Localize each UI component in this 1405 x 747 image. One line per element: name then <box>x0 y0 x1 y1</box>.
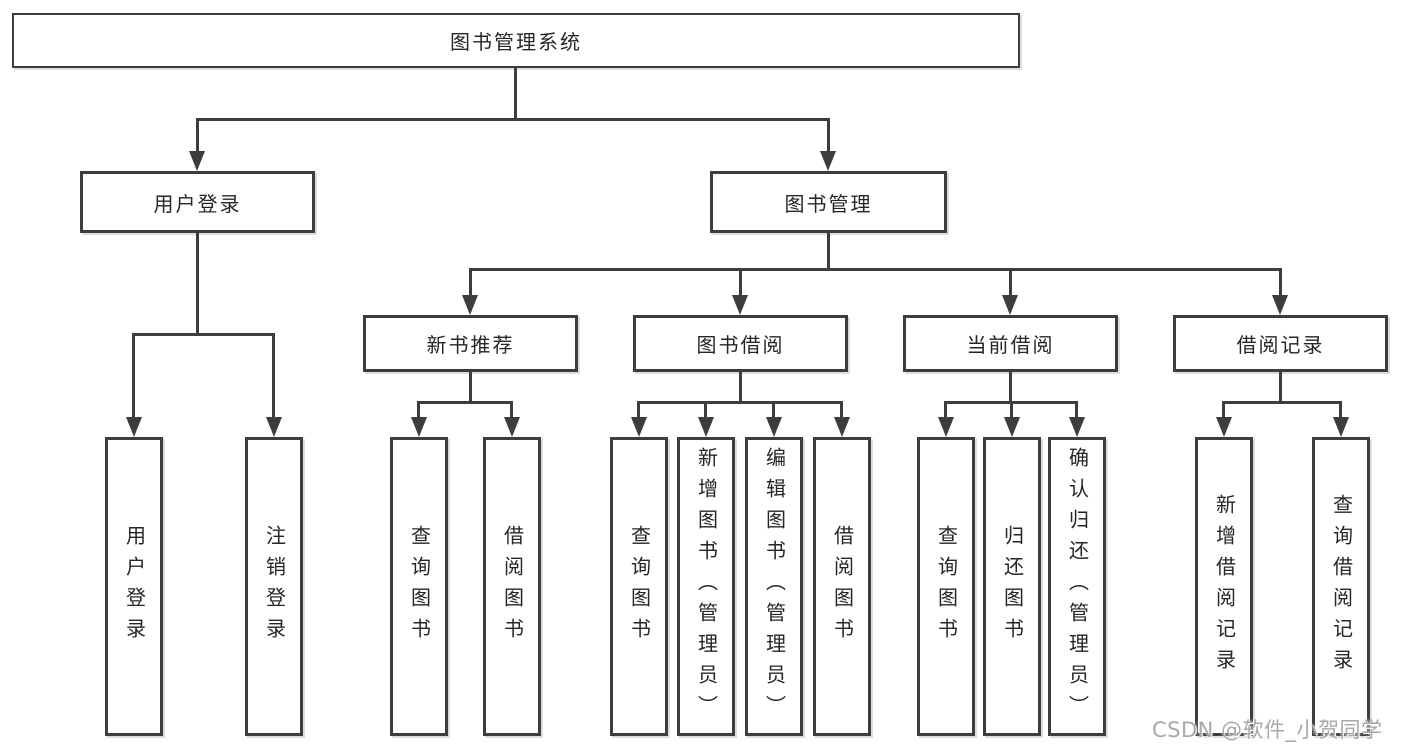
leaf-label: 借阅图书 <box>830 524 855 649</box>
node-new-book-recommend: 新书推荐 <box>363 315 578 372</box>
connector-line <box>469 372 472 403</box>
connector-line <box>272 333 275 419</box>
arrowhead-down-icon <box>820 151 836 171</box>
node-label: 图书借阅 <box>696 333 785 357</box>
connector-line <box>514 68 517 121</box>
csdn-watermark: CSDN @软件_小贺同学 <box>1152 718 1383 742</box>
connector-line <box>1075 401 1078 418</box>
leaf-confirm-return-admin: 确认归还（管理员） <box>1048 437 1106 736</box>
leaf-label: 借阅图书 <box>500 524 525 649</box>
arrowhead-down-icon <box>189 151 205 171</box>
arrowhead-down-icon <box>1216 417 1232 437</box>
connector-line <box>827 233 830 270</box>
node-label: 图书管理系统 <box>450 30 582 54</box>
connector-line <box>1339 401 1342 418</box>
arrowhead-down-icon <box>698 417 714 437</box>
arrowhead-down-icon <box>1333 417 1349 437</box>
connector-line <box>637 401 640 418</box>
leaf-label: 查询借阅记录 <box>1329 493 1354 680</box>
arrowhead-down-icon <box>1069 417 1085 437</box>
connector-line <box>469 268 1282 271</box>
connector-line <box>637 401 843 404</box>
node-label: 借阅记录 <box>1236 333 1325 357</box>
leaf-label: 编辑图书（管理员） <box>762 447 787 726</box>
arrowhead-down-icon <box>631 417 647 437</box>
leaf-edit-books-admin: 编辑图书（管理员） <box>745 437 803 736</box>
leaf-user-login: 用户登录 <box>105 437 163 736</box>
connector-line <box>827 118 830 152</box>
leaf-label: 新增图书（管理员） <box>694 447 719 726</box>
connector-line <box>1009 268 1012 297</box>
connector-line <box>417 401 420 418</box>
arrowhead-down-icon <box>411 417 427 437</box>
leaf-label: 查询图书 <box>627 524 652 649</box>
connector-line <box>132 333 275 336</box>
node-borrow-records: 借阅记录 <box>1173 315 1388 372</box>
leaf-label: 查询图书 <box>407 524 432 649</box>
leaf-borrow-books-recommend: 借阅图书 <box>483 437 541 736</box>
arrowhead-down-icon <box>766 417 782 437</box>
connector-line <box>944 401 947 418</box>
node-library-management-system: 图书管理系统 <box>12 13 1020 68</box>
leaf-query-borrow-record: 查询借阅记录 <box>1312 437 1370 736</box>
leaf-query-books-borrow: 查询图书 <box>610 437 668 736</box>
node-label: 当前借阅 <box>966 333 1055 357</box>
node-book-borrow: 图书借阅 <box>633 315 848 372</box>
connector-line <box>840 401 843 418</box>
leaf-query-books-recommend: 查询图书 <box>390 437 448 736</box>
connector-line <box>1222 401 1225 418</box>
leaf-label: 查询图书 <box>934 524 959 649</box>
node-user-login: 用户登录 <box>80 171 315 233</box>
connector-line <box>196 233 199 335</box>
connector-line <box>417 401 513 404</box>
node-label: 用户登录 <box>153 191 242 216</box>
connector-line <box>196 118 830 121</box>
connector-line <box>772 401 775 418</box>
arrowhead-down-icon <box>462 295 478 315</box>
connector-line <box>132 333 135 419</box>
leaf-label: 注销登录 <box>262 524 287 649</box>
leaf-borrow-books: 借阅图书 <box>813 437 871 736</box>
leaf-label: 新增借阅记录 <box>1212 493 1237 680</box>
arrowhead-down-icon <box>126 417 142 437</box>
node-book-management: 图书管理 <box>710 171 947 233</box>
connector-line <box>1279 372 1282 403</box>
connector-line <box>704 401 707 418</box>
arrowhead-down-icon <box>1004 417 1020 437</box>
leaf-label: 用户登录 <box>122 524 147 649</box>
connector-line <box>739 268 742 297</box>
leaf-label: 归还图书 <box>1000 524 1025 649</box>
arrowhead-down-icon <box>1002 295 1018 315</box>
connector-line <box>510 401 513 418</box>
node-current-borrow: 当前借阅 <box>903 315 1118 372</box>
connector-line <box>739 372 742 403</box>
leaf-label: 确认归还（管理员） <box>1065 447 1090 726</box>
arrowhead-down-icon <box>834 417 850 437</box>
connector-line <box>469 268 472 297</box>
leaf-return-books: 归还图书 <box>983 437 1041 736</box>
connector-line <box>1009 372 1012 403</box>
leaf-query-books-current: 查询图书 <box>917 437 975 736</box>
connector-line <box>1279 268 1282 297</box>
node-label: 图书管理 <box>784 191 873 216</box>
arrowhead-down-icon <box>1272 295 1288 315</box>
arrowhead-down-icon <box>732 295 748 315</box>
arrowhead-down-icon <box>938 417 954 437</box>
arrowhead-down-icon <box>266 417 282 437</box>
leaf-logout: 注销登录 <box>245 437 303 736</box>
arrowhead-down-icon <box>504 417 520 437</box>
node-label: 新书推荐 <box>426 333 515 357</box>
leaf-add-books-admin: 新增图书（管理员） <box>677 437 735 736</box>
connector-line <box>196 118 199 152</box>
connector-line <box>1010 401 1013 418</box>
leaf-add-borrow-record: 新增借阅记录 <box>1195 437 1253 736</box>
connector-line <box>1222 401 1342 404</box>
